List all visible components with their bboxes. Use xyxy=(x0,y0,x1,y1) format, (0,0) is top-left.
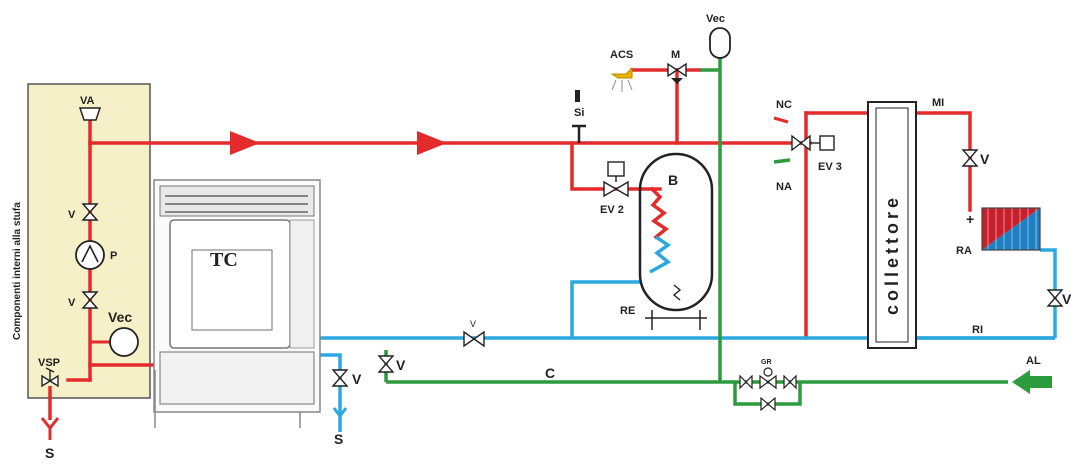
vec-top-label: Vec xyxy=(706,13,725,25)
cold-na xyxy=(773,158,791,164)
tc-label: TC xyxy=(210,249,238,271)
si-label: Si xyxy=(574,107,584,119)
expansion-vessel-left: Vec xyxy=(90,309,139,357)
v-mi-label: V xyxy=(980,151,990,167)
s-drain-label: S xyxy=(334,431,343,447)
b-label: B xyxy=(668,172,678,188)
al-label: AL xyxy=(1026,355,1041,367)
return-drain xyxy=(316,353,342,432)
c-label: C xyxy=(545,365,555,381)
expansion-vessel-top: Vec xyxy=(706,13,731,59)
water-inlet-al: AL xyxy=(1012,355,1052,394)
panel-title: Componenti interni alla stufa xyxy=(12,202,23,340)
v-drain-label: V xyxy=(352,371,362,387)
v-cold-label: V xyxy=(396,357,406,373)
collector: collettore xyxy=(867,101,917,349)
p-label: P xyxy=(110,250,117,262)
sensor-si: Si xyxy=(572,90,586,143)
ra-label: RA xyxy=(956,245,972,257)
re-label: RE xyxy=(620,305,635,317)
v-return-label: V xyxy=(470,319,476,329)
air-vent-va: VA xyxy=(78,95,102,121)
valve-v-return: V xyxy=(463,319,485,348)
ev2-label: EV 2 xyxy=(600,204,624,216)
m-label: M xyxy=(671,49,680,61)
nc-label: NC xyxy=(776,99,792,111)
hot-branch-ev2 xyxy=(570,141,662,191)
s-left-label: S xyxy=(45,445,54,461)
valve-ev3: EV 3 xyxy=(791,134,842,173)
storage-tank-b: B RE xyxy=(620,152,714,330)
v-lower-label: V xyxy=(68,297,76,309)
v-ri-label: V xyxy=(1062,291,1072,307)
ev3-label: EV 3 xyxy=(818,161,842,173)
na-label: NA xyxy=(776,181,792,193)
acs-label: ACS xyxy=(610,49,633,61)
hot-mi-line xyxy=(914,111,972,212)
ri-label: RI xyxy=(972,324,983,336)
valve-ev2: EV 2 xyxy=(600,161,629,216)
radiator-ra: + RA xyxy=(956,207,1041,257)
nc-na-indicators: NC NA xyxy=(773,99,792,193)
pump-p: P xyxy=(75,240,117,270)
mixer-valve-m: M xyxy=(667,49,687,84)
drain-s-left: S xyxy=(40,417,60,461)
valve-v-upper: V xyxy=(68,203,99,221)
return-ra xyxy=(1040,248,1057,338)
gr-label: GR xyxy=(761,359,772,366)
vec-left-label: Vec xyxy=(108,309,132,325)
pellet-stove-tc: TC xyxy=(153,179,321,428)
valve-v-cold: V xyxy=(377,355,406,373)
safety-valve-vsp: VSP xyxy=(38,357,60,420)
return-tank-coil xyxy=(649,235,672,274)
va-label: VA xyxy=(80,95,95,107)
valve-v-lower: V xyxy=(68,291,99,309)
gr-filling-group: GR xyxy=(739,359,797,412)
collettore-label: collettore xyxy=(882,194,902,315)
v-upper-label: V xyxy=(68,209,76,221)
return-pipes xyxy=(314,235,1057,432)
mi-label: MI xyxy=(932,97,944,109)
valve-v-mi: V xyxy=(961,149,990,167)
acs-hot-water-tap: ACS xyxy=(610,49,633,92)
return-tank xyxy=(570,280,640,338)
drain-valve-v: V xyxy=(331,369,362,387)
cold-gr-bypass xyxy=(733,382,802,406)
drain-s-right: S xyxy=(332,407,348,447)
plus-label: + xyxy=(966,211,974,227)
valve-v-ri: V xyxy=(1046,289,1072,307)
hot-tank-coil xyxy=(649,186,669,240)
vsp-label: VSP xyxy=(38,357,60,369)
